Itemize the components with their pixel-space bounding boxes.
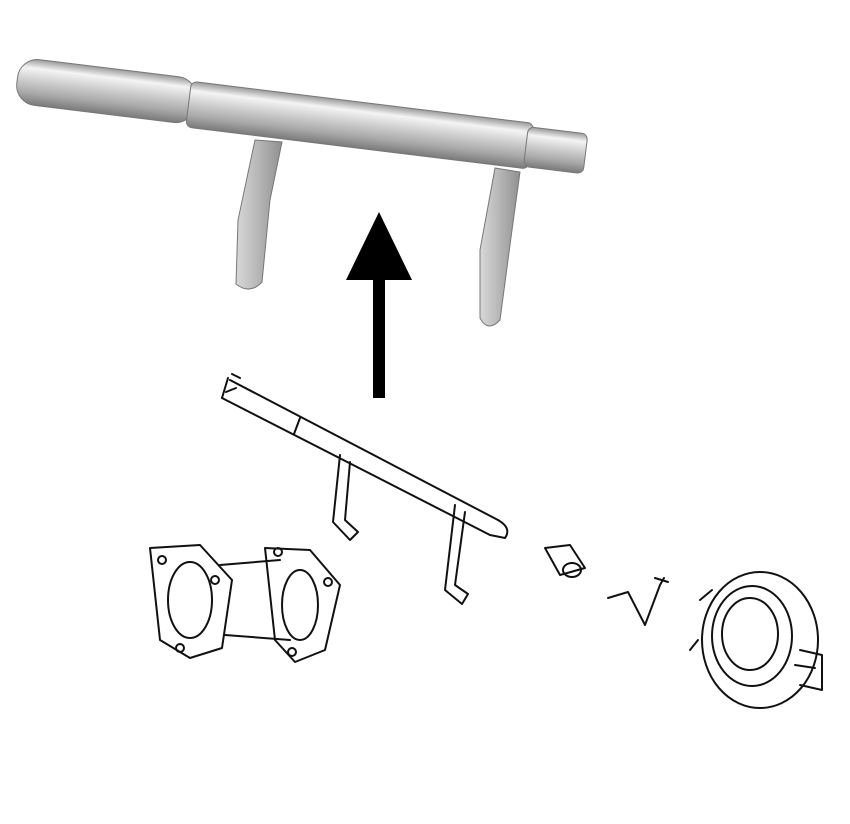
guide-tube-line-drawing xyxy=(149,544,341,663)
spring-clip-line-drawing xyxy=(607,577,669,626)
up-arrow-icon xyxy=(346,212,412,398)
shaft-tube xyxy=(16,59,588,174)
right-fork-arm xyxy=(479,167,521,327)
release-bearing-line-drawing xyxy=(689,571,823,709)
clutch-release-shaft-photo xyxy=(16,59,588,327)
bushing-line-drawing xyxy=(544,544,586,578)
shaft-line-drawing xyxy=(221,373,509,605)
left-fork-arm xyxy=(235,139,283,290)
